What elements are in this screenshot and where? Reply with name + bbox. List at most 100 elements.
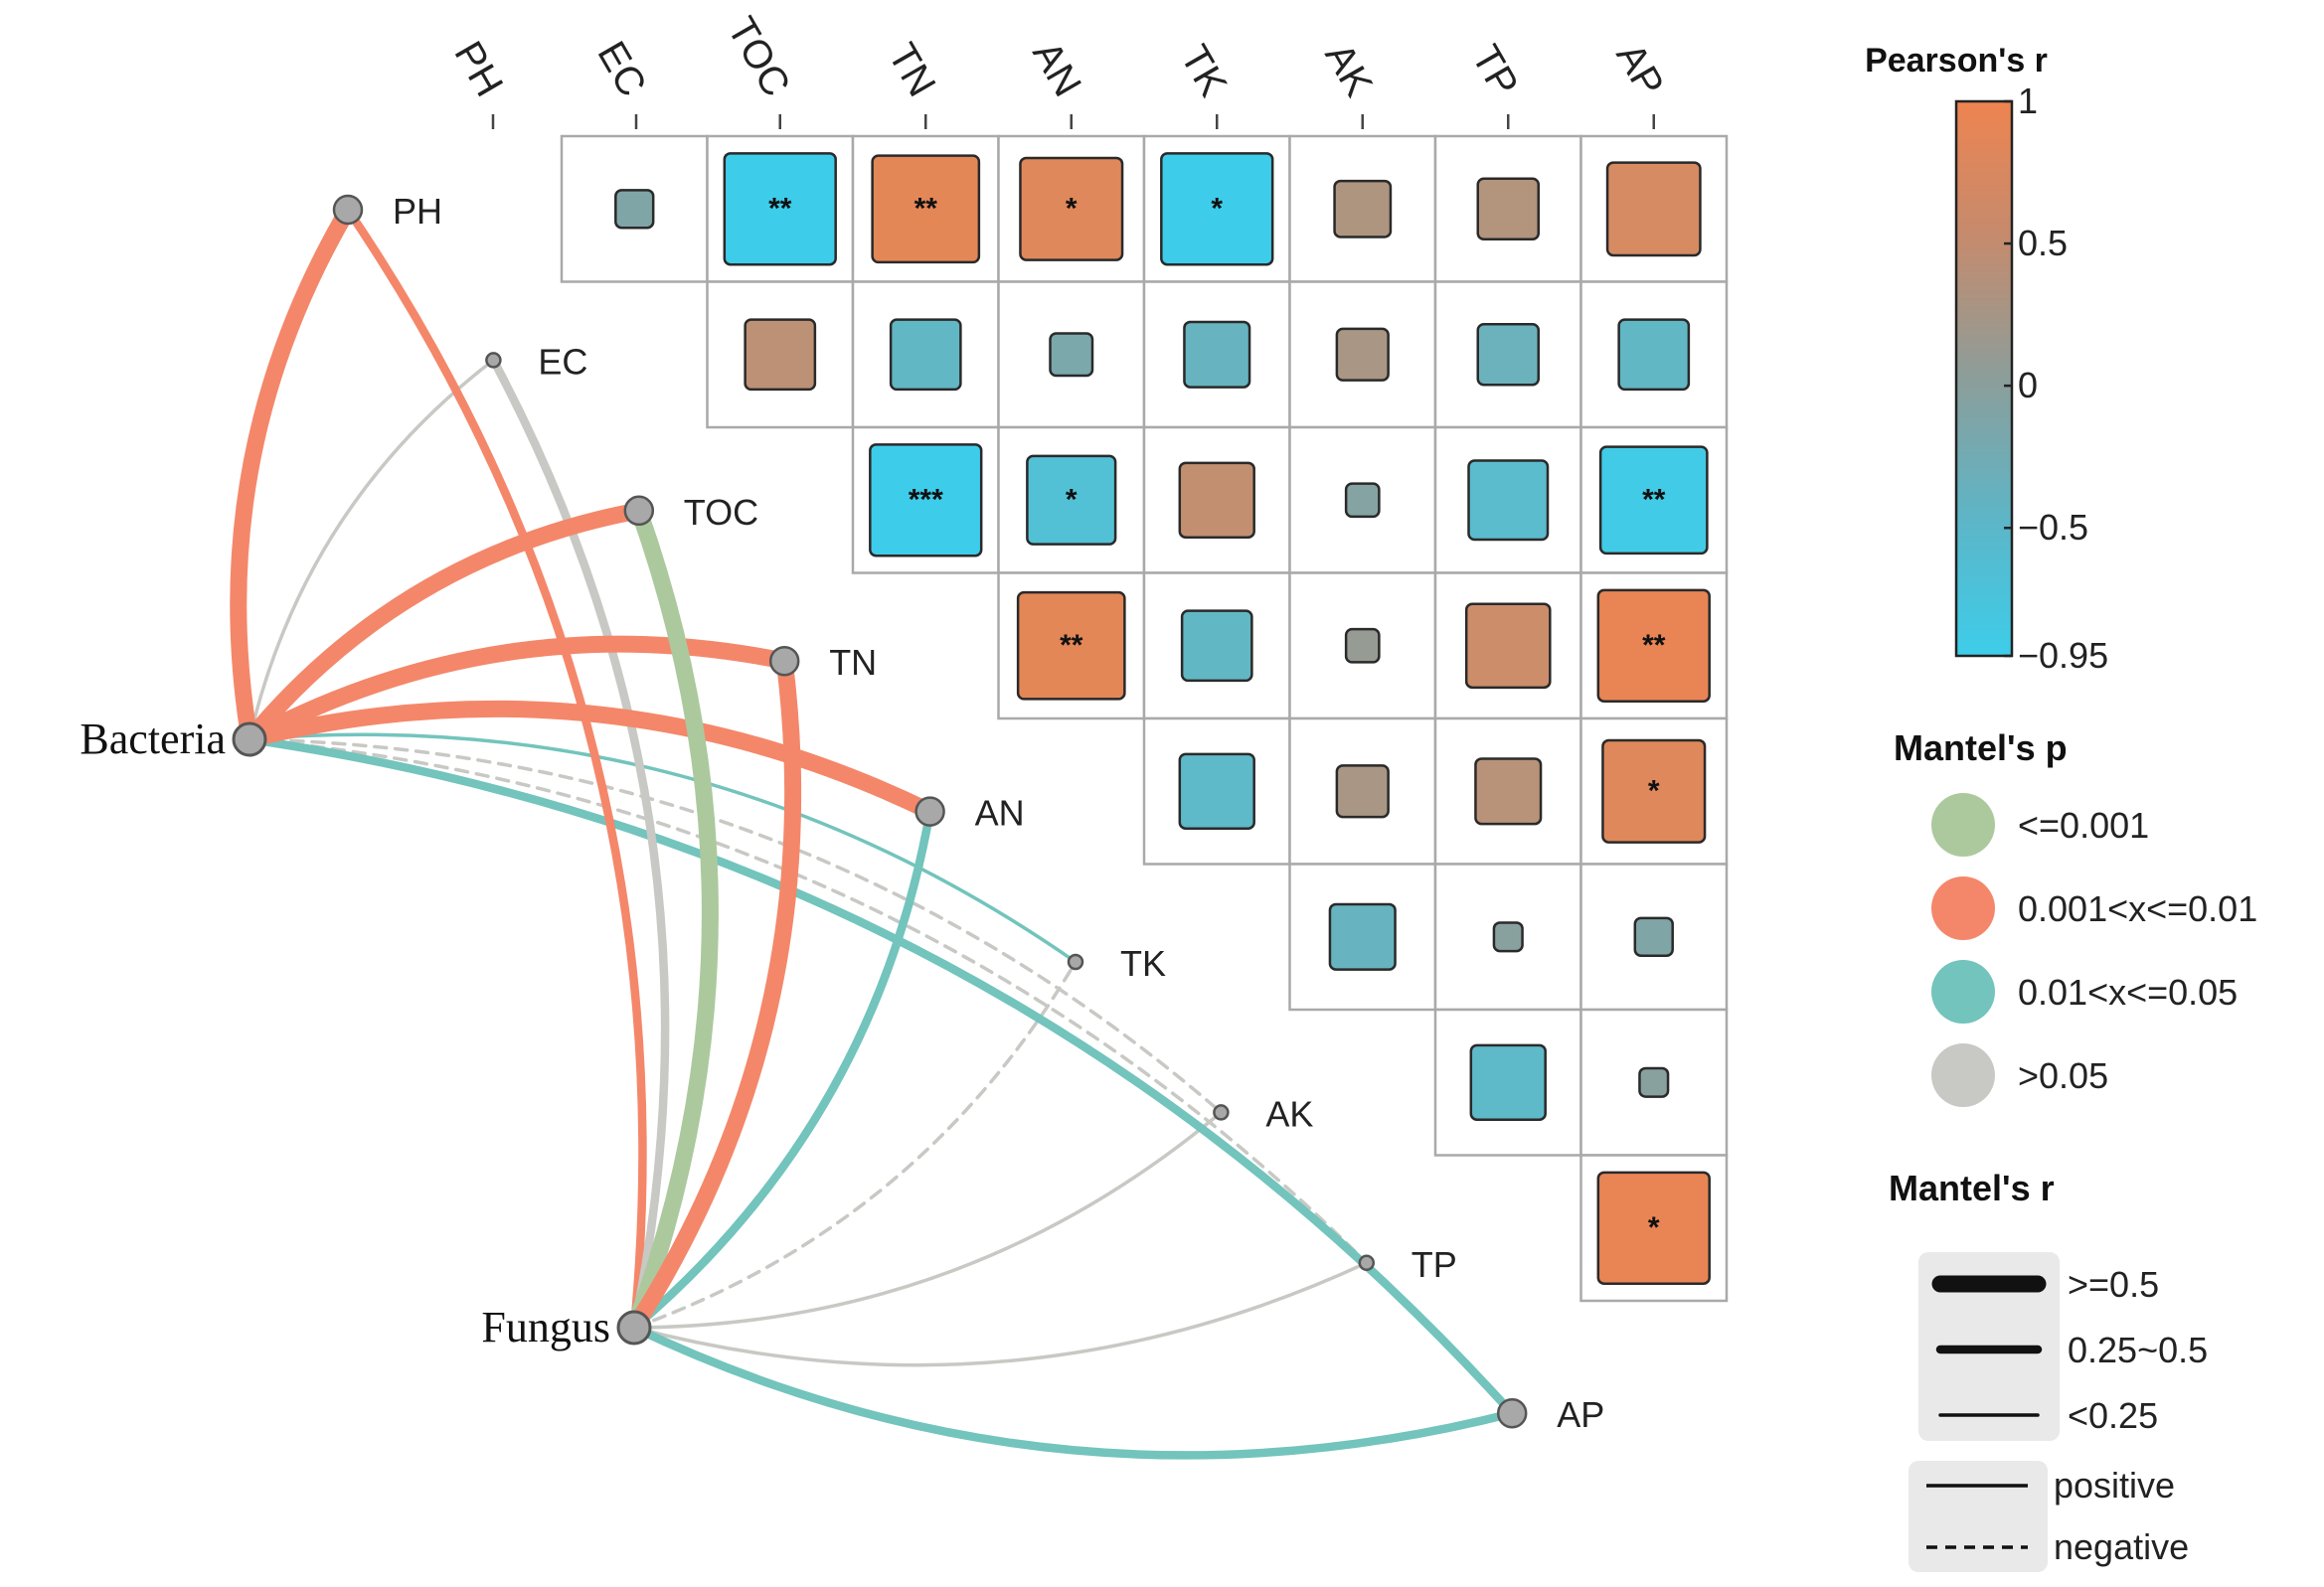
node-label-tn: TN [829, 642, 877, 683]
corr-square-tn-an [1016, 590, 1126, 701]
corr-square-toc-tp [1467, 459, 1550, 542]
node-label-tk: TK [1120, 943, 1166, 984]
corr-square-ec-an [1049, 332, 1094, 378]
corr-square-an-tk [1178, 752, 1255, 830]
column-label-group-an: AN [1024, 34, 1089, 103]
legend-sign-label-negative: negative [2054, 1526, 2189, 1567]
mantel-link-bacteria-ak [248, 737, 1224, 1115]
node-label-ap: AP [1557, 1394, 1604, 1435]
corr-square-ph-tk [1160, 152, 1274, 266]
column-label-group-ap: AP [1607, 36, 1672, 103]
column-label-ap: AP [1607, 36, 1672, 103]
corr-square-tn-tp [1464, 602, 1552, 690]
significance-label: * [1066, 483, 1078, 516]
legend-p-label-0: <=0.001 [2018, 805, 2149, 846]
node-label-an: AN [975, 793, 1025, 834]
mantel-link-fungus-tp [632, 1261, 1369, 1367]
significance-label: ** [1060, 629, 1083, 662]
column-label-tk: TK [1172, 38, 1236, 104]
mantel-link-bacteria-tp [248, 737, 1369, 1265]
corr-square-an-ak [1335, 764, 1390, 819]
node-toc [623, 495, 655, 527]
corr-square-an-tp [1474, 757, 1543, 826]
mantel-link-bacteria-an [241, 700, 939, 821]
colorbar [1954, 99, 2014, 658]
corr-square-ak-ap [1638, 1066, 1670, 1098]
significance-label: ** [1642, 483, 1666, 516]
corr-square-ph-tn [871, 154, 981, 264]
legend-panel: Pearson's r 10.50−0.5−0.95 Mantel's p <=… [1865, 42, 2257, 1572]
legend-p-title: Mantel's p [1894, 727, 2068, 768]
corr-square-tn-ap [1596, 588, 1711, 703]
mantel-link-fungus-tn [625, 652, 802, 1337]
significance-label: ** [1642, 629, 1666, 662]
node-label-ec: EC [538, 341, 587, 382]
cell-ph-ak [1288, 134, 1437, 283]
group-label-fungus: Fungus [481, 1303, 610, 1351]
corr-square-tk-tp [1492, 921, 1524, 953]
significance-label: * [1648, 774, 1660, 807]
cell-ph-ec [560, 134, 709, 283]
node-label-ph: PH [393, 191, 442, 232]
corr-square-tp-ap [1596, 1171, 1711, 1285]
node-an [914, 796, 945, 827]
node-tk [1067, 953, 1084, 971]
mantel-link-fungus-toc [625, 502, 719, 1337]
column-label-group-ak: AK [1316, 36, 1381, 103]
column-label-an: AN [1024, 34, 1089, 103]
legend-p-swatch-2 [1931, 960, 1995, 1024]
corr-square-toc-ak [1344, 482, 1381, 519]
corr-square-ph-an [1019, 156, 1124, 261]
mantel-link-bacteria-ec [248, 358, 496, 741]
corr-square-ec-ap [1617, 318, 1691, 392]
corr-square-ph-ak [1333, 179, 1393, 238]
node-tp [1358, 1254, 1376, 1272]
colorbar-tick-label: 1 [2018, 80, 2038, 121]
mantel-link-fungus-tk [632, 960, 1078, 1330]
group-node-fungus [616, 1310, 652, 1346]
colorbar-tick-label: 0 [2018, 365, 2038, 405]
legend-r-label-1: 0.25~0.5 [2068, 1330, 2208, 1370]
mantel-link-bacteria-tk [248, 732, 1078, 964]
corr-square-tn-tk [1180, 609, 1253, 683]
mantel-link-fungus-ph [343, 205, 647, 1333]
colorbar-ticks: 10.50−0.5−0.95 [2004, 80, 2108, 676]
legend-p-label-2: 0.01<x<=0.05 [2018, 972, 2238, 1013]
column-label-group-tk: TK [1172, 38, 1236, 104]
corr-square-ph-tp [1476, 177, 1540, 240]
column-label-group-toc: TOC [719, 10, 798, 104]
legend-r-title: Mantel's r [1889, 1168, 2055, 1208]
column-label-ph: PH [445, 34, 511, 103]
node-label-tp: TP [1411, 1244, 1457, 1285]
significance-label: * [1211, 192, 1223, 225]
corr-square-ec-tn [889, 318, 962, 392]
group-node-bacteria [232, 721, 267, 757]
significance-label: * [1648, 1211, 1660, 1244]
colorbar-title: Pearson's r [1865, 42, 2048, 79]
corr-square-toc-tn [869, 443, 983, 557]
mantel-link-bacteria-ap [245, 734, 1517, 1418]
mantel-links [230, 201, 1517, 1460]
corr-square-ec-toc [744, 318, 817, 392]
legend-r-label-2: <0.25 [2068, 1395, 2158, 1436]
colorbar-tick-label: −0.95 [2018, 635, 2108, 676]
legend-p-swatch-3 [1931, 1043, 1995, 1107]
column-label-ak: AK [1316, 36, 1381, 103]
column-label-group-ec: EC [588, 34, 654, 103]
legend-p-label-3: >0.05 [2018, 1055, 2108, 1096]
colorbar-tick-label: −0.5 [2018, 507, 2088, 548]
legend-sign-label-positive: positive [2054, 1465, 2175, 1506]
node-ap [1496, 1397, 1528, 1429]
corr-square-an-ap [1601, 738, 1707, 844]
mantel-link-fungus-an [629, 807, 934, 1333]
mantel-link-fungus-ec [489, 356, 670, 1333]
legend-p-swatch-1 [1931, 876, 1995, 940]
legend-sign-background [1909, 1461, 2048, 1572]
mantel-link-bacteria-tn [241, 635, 793, 748]
legend-r-items: >=0.50.25~0.5<0.25 [1931, 1264, 2208, 1436]
significance-label: ** [768, 192, 792, 225]
